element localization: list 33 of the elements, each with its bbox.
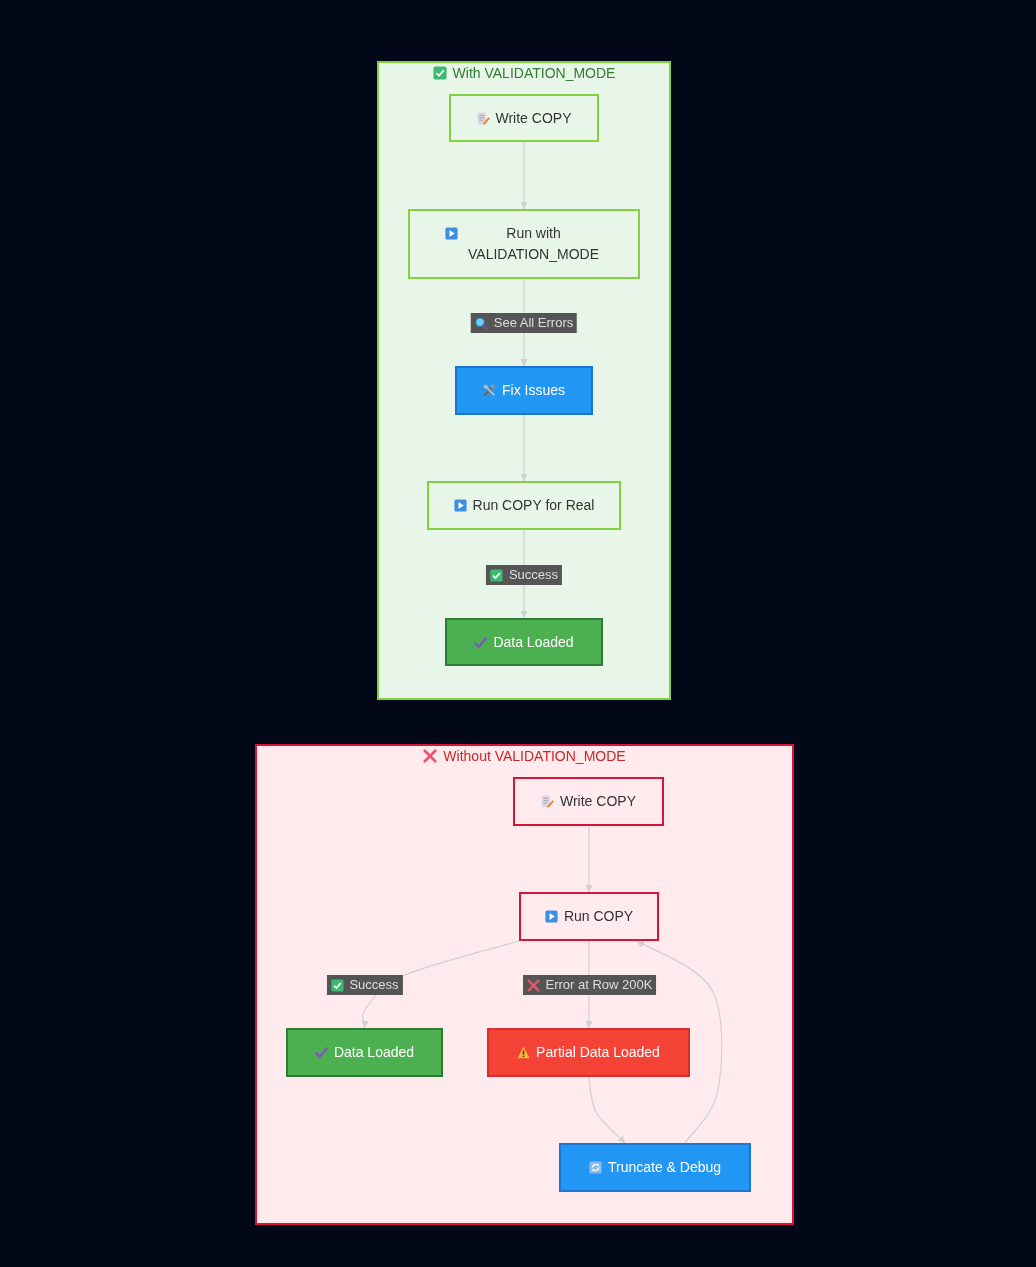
process-box <box>519 892 659 941</box>
process-box <box>286 1028 443 1077</box>
node-label: Partial Data Loaded <box>536 1043 660 1062</box>
node-label: Data Loaded <box>493 632 574 652</box>
node-label: Fix Issues <box>502 381 565 400</box>
arrow <box>588 1076 626 1144</box>
arrow <box>520 414 528 482</box>
node-label: Data Loaded <box>333 1043 415 1062</box>
process-box <box>559 1143 751 1192</box>
process-box <box>427 481 621 530</box>
group-container <box>255 744 794 1225</box>
process-box <box>449 94 599 142</box>
group-title: Without VALIDATION_MODE <box>443 747 626 765</box>
node-label: Run with VALIDATION_MODE <box>467 224 600 264</box>
edge-label-text: Error at Row 200K <box>545 976 653 994</box>
arrow <box>636 940 723 1144</box>
edge-label-text: Success <box>508 566 559 584</box>
group-title: With VALIDATION_MODE <box>452 64 616 82</box>
node-label: Run COPY for Real <box>472 496 595 515</box>
node-label: Truncate & Debug <box>607 1158 722 1177</box>
process-box <box>408 209 640 279</box>
process-box <box>487 1028 690 1077</box>
arrow <box>585 825 593 893</box>
arrow <box>520 141 528 210</box>
edge-label-text: Success <box>349 976 399 994</box>
process-box <box>455 366 593 415</box>
node-label: Write COPY <box>560 792 636 811</box>
process-box <box>513 777 664 826</box>
process-box <box>445 618 603 666</box>
node-label: Run COPY <box>563 907 634 926</box>
group-container <box>377 61 671 700</box>
edge-label-text: See All Errors <box>493 314 574 332</box>
node-label: Write COPY <box>495 108 572 128</box>
